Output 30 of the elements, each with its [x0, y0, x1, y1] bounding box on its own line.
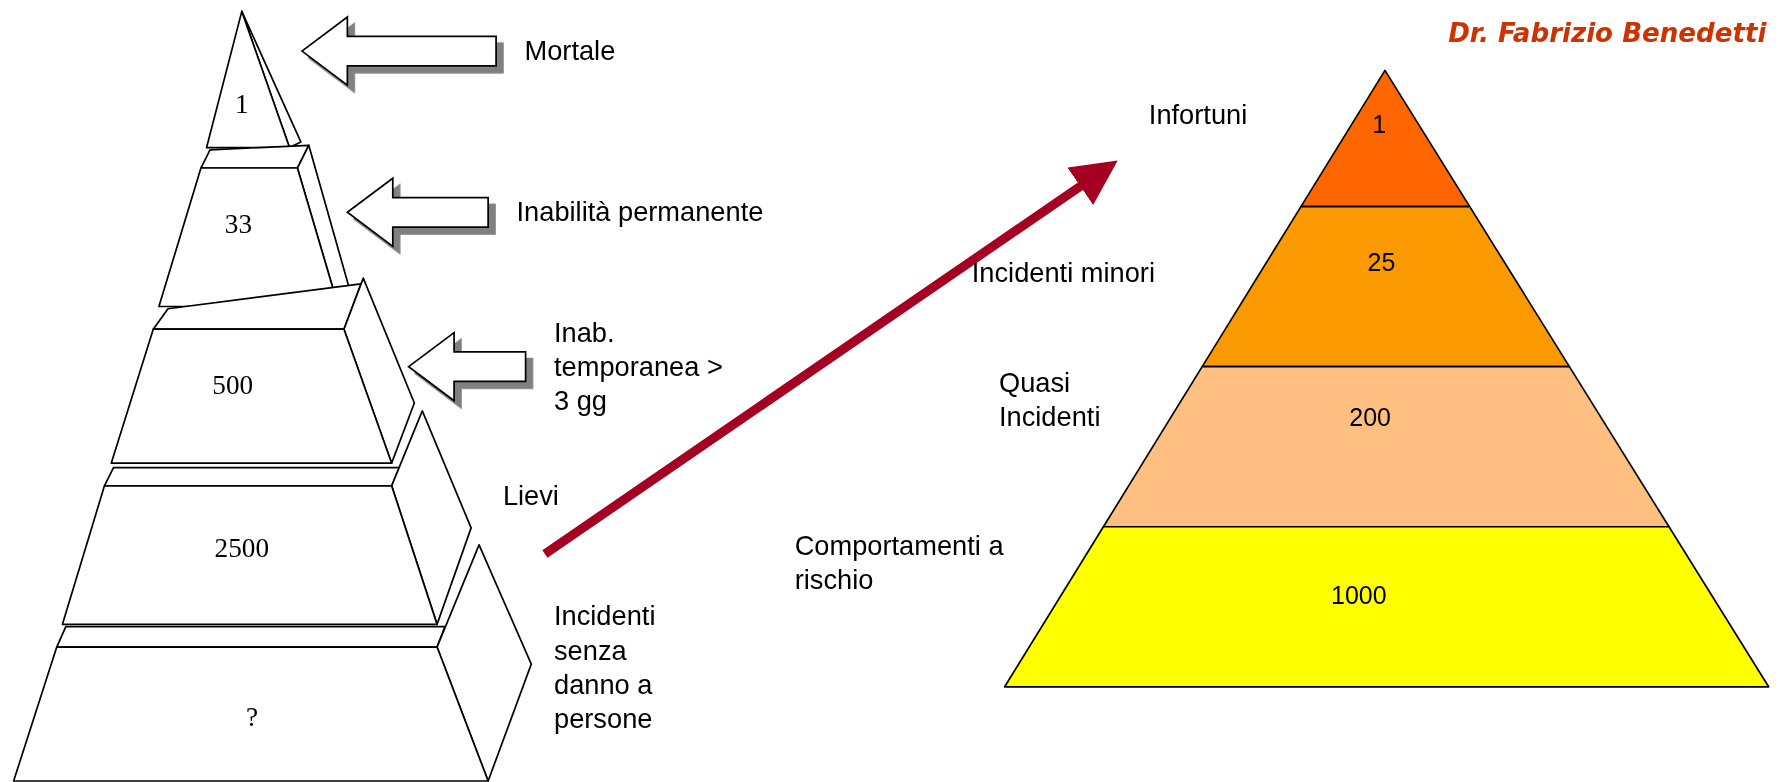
- pyramid-level: [206, 11, 301, 148]
- level-value: 500: [212, 370, 254, 402]
- level-label: Lievi: [502, 479, 560, 513]
- level-value: 1000: [1331, 581, 1387, 611]
- level-label: Inabilità permanente: [516, 195, 880, 230]
- author-label: Dr. Fabrizio Benedetti: [1448, 17, 1767, 50]
- level-label: Quasi Incidenti: [999, 365, 1102, 434]
- pyramid-level: [1202, 206, 1570, 367]
- level-label: Infortuni: [1148, 97, 1249, 132]
- level-value: 2500: [214, 533, 270, 564]
- level-label: Incidenti senza danno a persone: [554, 599, 657, 736]
- pyramid-level: [1300, 70, 1470, 207]
- pyramid-level: [1103, 366, 1669, 527]
- level-value: 1: [1372, 110, 1387, 140]
- level-label: Inab. temporanea > 3 gg: [554, 315, 725, 418]
- block-arrow: [407, 330, 527, 403]
- level-value: 25: [1367, 248, 1396, 279]
- level-value: ?: [245, 702, 259, 733]
- level-value: 200: [1349, 403, 1391, 433]
- level-label: Mortale: [524, 34, 707, 69]
- block-arrow: [300, 15, 497, 87]
- block-arrow: [345, 176, 489, 249]
- pyramid-level: [111, 278, 415, 464]
- pyramid-level: [1004, 526, 1769, 687]
- level-label: Incidenti minori: [971, 255, 1156, 290]
- level-value: 33: [224, 209, 252, 241]
- pyramid-level: [158, 145, 352, 307]
- level-value: 1: [235, 89, 249, 120]
- pyramid-level: [62, 410, 472, 625]
- level-label: Comportamenti a rischio: [794, 529, 1005, 597]
